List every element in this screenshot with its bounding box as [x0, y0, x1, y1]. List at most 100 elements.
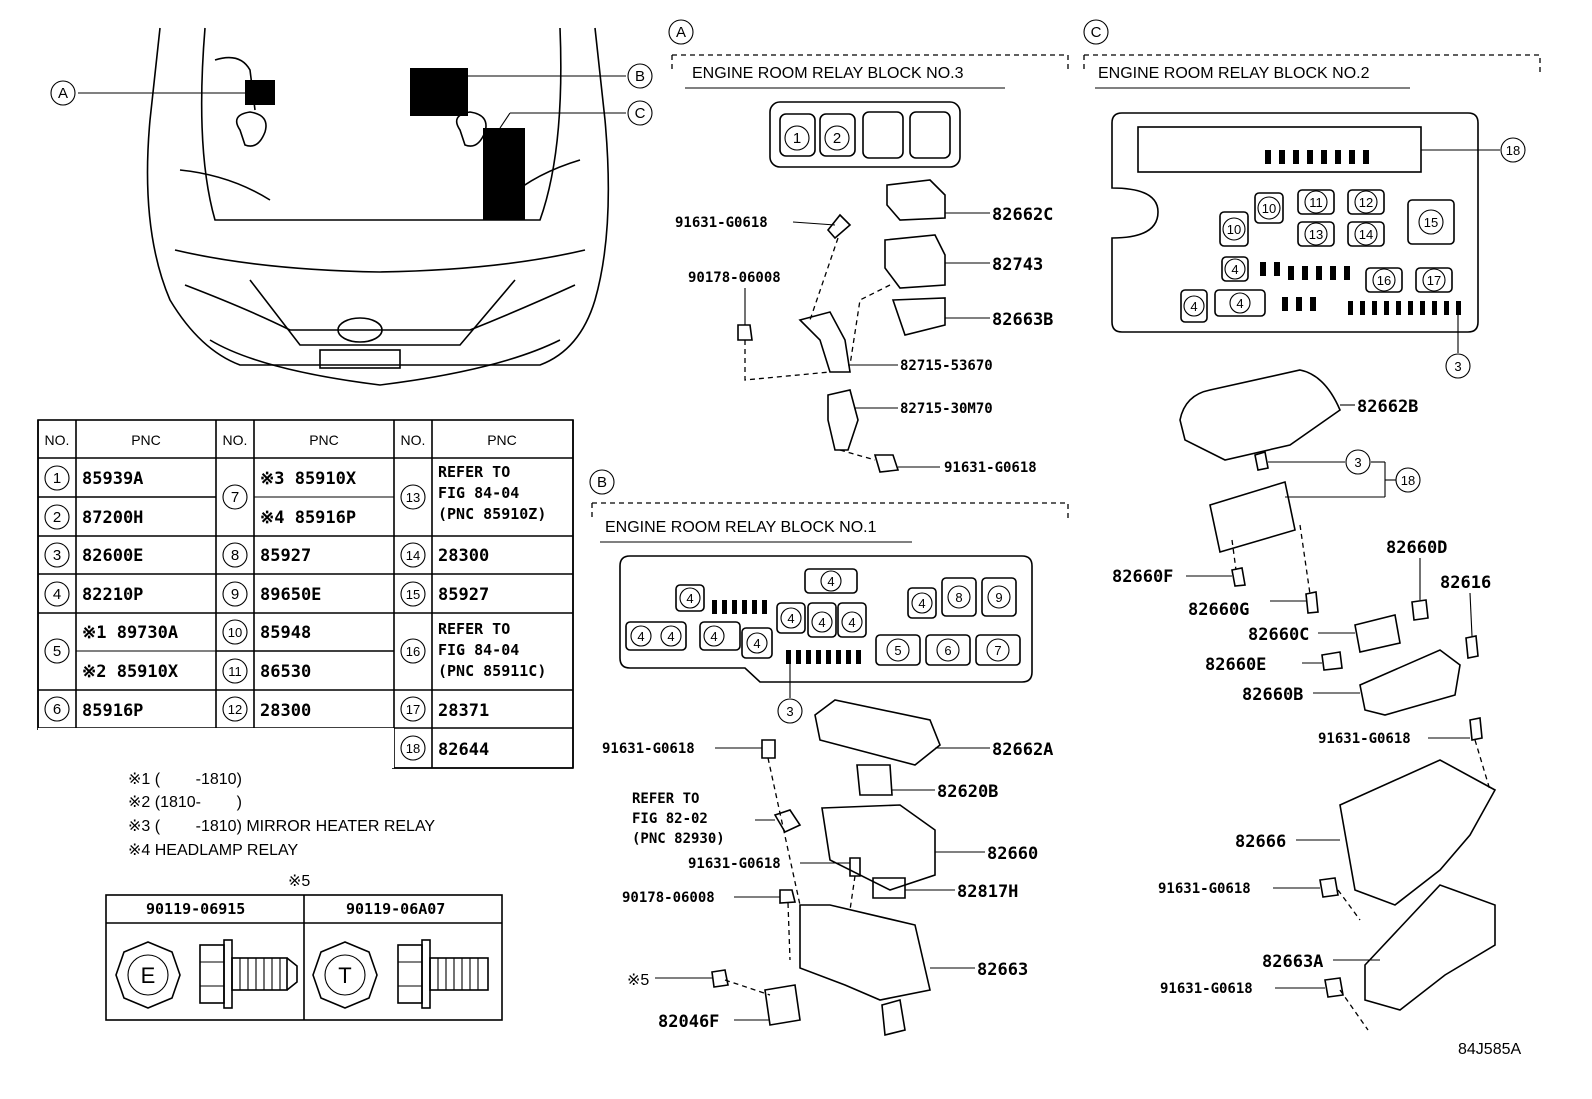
- table-pnc-14: 28300: [438, 546, 489, 566]
- refer-line-2: FIG 82-02: [632, 811, 708, 827]
- table-pnc-16-l3: (PNC 85911C): [438, 662, 546, 680]
- table-pnc-3: 82600E: [82, 546, 143, 566]
- callout-c-3: 3: [1354, 455, 1361, 470]
- table-pnc-17: 28371: [438, 701, 489, 721]
- table-header-pnc-1: PNC: [131, 432, 161, 448]
- table-pnc-11: 86530: [260, 662, 311, 682]
- table-no-9: 9: [231, 586, 239, 603]
- part-82743: 82743: [992, 255, 1043, 275]
- callout-c-18: 18: [1401, 473, 1415, 488]
- slot-b-4c: 4: [637, 629, 644, 644]
- table-pnc-13-l3: (PNC 85910Z): [438, 505, 546, 523]
- table-no-6: 6: [53, 701, 61, 718]
- slot-b-8: 8: [955, 590, 962, 605]
- bolt-letter-e: E: [141, 963, 156, 988]
- part-82663a: 82663A: [1262, 952, 1323, 972]
- part-82817h: 82817H: [957, 882, 1018, 902]
- table-header-no-3: NO.: [401, 432, 426, 448]
- slot-c-17: 17: [1427, 273, 1441, 288]
- figure-code: 84J585A: [1458, 1041, 1521, 1058]
- bolt-letter-t: T: [338, 963, 351, 988]
- footnote-1: ※1 ( -1810): [128, 771, 242, 788]
- refer-line-3: (PNC 82930): [632, 831, 725, 847]
- table-header-pnc-2: PNC: [309, 432, 339, 448]
- table-no-5: 5: [53, 643, 61, 660]
- slot-c-4a: 4: [1231, 262, 1238, 277]
- part-82660: 82660: [987, 844, 1038, 864]
- table-pnc-18: 82644: [438, 740, 489, 760]
- table-pnc-15: 85927: [438, 585, 489, 605]
- table-pnc-7b: ※4 85916P: [260, 508, 356, 528]
- slot-c-16: 16: [1377, 273, 1391, 288]
- part-90178-06008-b: 90178-06008: [622, 890, 715, 906]
- table-no-10: 10: [228, 625, 242, 640]
- slot-c-14: 14: [1359, 227, 1373, 242]
- footnote-4: ※4 HEADLAMP RELAY: [128, 842, 299, 859]
- part-91631-g0618-c1: 91631-G0618: [1318, 731, 1411, 747]
- part-91631-g0618-b2: 91631-G0618: [688, 856, 781, 872]
- slot-b-4f: 4: [753, 636, 760, 651]
- slot-c-10b: 10: [1262, 201, 1276, 216]
- table-pnc-8: 85927: [260, 546, 311, 566]
- location-label-b: B: [635, 68, 645, 85]
- section-b-title: ENGINE ROOM RELAY BLOCK NO.1: [605, 519, 877, 536]
- part-82620b: 82620B: [937, 782, 998, 802]
- table-header-pnc-3: PNC: [487, 432, 517, 448]
- table-no-12: 12: [228, 702, 242, 717]
- table-no-15: 15: [406, 587, 420, 602]
- slot-a-2: 2: [833, 130, 841, 147]
- slot-c-4b: 4: [1190, 299, 1197, 314]
- slot-c-11: 11: [1309, 195, 1323, 210]
- part-91631-g0618-c2: 91631-G0618: [1158, 881, 1251, 897]
- table-pnc-2: 87200H: [82, 508, 143, 528]
- section-c-letter: C: [1091, 24, 1102, 41]
- bolt-mark-ref: ※5: [627, 972, 649, 989]
- table-pnc-1: 85939A: [82, 469, 143, 489]
- table-no-4: 4: [53, 586, 61, 603]
- slot-c-12: 12: [1359, 195, 1373, 210]
- table-no-16: 16: [406, 644, 420, 659]
- slot-b-4i: 4: [848, 615, 855, 630]
- table-pnc-9: 89650E: [260, 585, 321, 605]
- table-header-no-2: NO.: [223, 432, 248, 448]
- table-no-18: 18: [406, 741, 420, 756]
- part-82666: 82666: [1235, 832, 1286, 852]
- part-91631-g0618-a2: 91631-G0618: [944, 460, 1037, 476]
- table-pnc-16-l2: FIG 84-04: [438, 641, 519, 659]
- section-c-title: ENGINE ROOM RELAY BLOCK NO.2: [1098, 65, 1370, 82]
- table-no-3: 3: [53, 547, 61, 564]
- part-82663b: 82663B: [992, 310, 1053, 330]
- pnc-table: NO. PNC NO. PNC NO. PNC 1 2 3 4 5 6 8593…: [30, 419, 574, 775]
- table-pnc-16-l1: REFER TO: [438, 620, 510, 638]
- slot-c-18: 18: [1506, 143, 1520, 158]
- slot-b-4d: 4: [667, 629, 674, 644]
- table-header-no-1: NO.: [45, 432, 70, 448]
- section-c: C ENGINE ROOM RELAY BLOCK NO.2: [1083, 19, 1541, 1031]
- table-pnc-13-l2: FIG 84-04: [438, 484, 519, 502]
- footnote-2: ※2 (1810- ): [128, 794, 242, 811]
- slot-b-4b: 4: [827, 574, 834, 589]
- part-90178-06008-a: 90178-06008: [688, 270, 781, 286]
- slot-b-7: 7: [994, 643, 1001, 658]
- table-no-14: 14: [406, 548, 420, 563]
- bolt-icon-1: [199, 939, 298, 1009]
- part-82715-30m70: 82715-30M70: [900, 401, 993, 417]
- part-82662c: 82662C: [992, 205, 1053, 225]
- table-pnc-13-l1: REFER TO: [438, 463, 510, 481]
- table-pnc-5b: ※2 85910X: [82, 662, 179, 682]
- slot-a-1: 1: [793, 130, 801, 147]
- refer-line-1: REFER TO: [632, 791, 699, 807]
- slot-c-10a: 10: [1227, 222, 1241, 237]
- bolt-part-2: 90119-06A07: [346, 900, 445, 918]
- bolt-table: ※5 90119-06915 90119-06A07 E T: [105, 873, 503, 1021]
- table-pnc-6: 85916P: [82, 701, 143, 721]
- slot-c-13: 13: [1309, 227, 1323, 242]
- car-overview: A B C: [50, 27, 653, 386]
- section-a-title: ENGINE ROOM RELAY BLOCK NO.3: [692, 65, 964, 82]
- part-82660f: 82660F: [1112, 567, 1173, 587]
- slot-b-9: 9: [995, 590, 1002, 605]
- section-b: B ENGINE ROOM RELAY BLOCK NO.1: [589, 469, 1069, 1037]
- part-91631-g0618-b1: 91631-G0618: [602, 741, 695, 757]
